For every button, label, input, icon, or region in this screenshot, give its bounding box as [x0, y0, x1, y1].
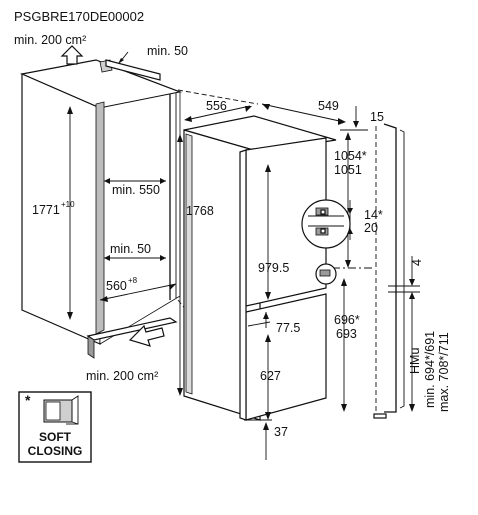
hinge-detail: 14* 20 [301, 199, 383, 249]
furniture-label: HMu [408, 348, 422, 374]
lower-hinge-dimension: 696* 693 [334, 278, 360, 412]
appliance-depth-label: 549 [318, 99, 339, 113]
bottom-offset-dimension: 37 [244, 419, 288, 460]
door-gap-label: 77.5 [276, 321, 300, 335]
product-code: PSGBRE170DE00002 [14, 9, 144, 24]
top-gap-label: min. 50 [147, 44, 188, 58]
bottom-offset-label: 37 [274, 425, 288, 439]
top-offset-label: 15 [370, 110, 384, 124]
lower-hinge-label-a: 696* [334, 313, 360, 327]
appliance-width-label: 556 [206, 99, 227, 113]
bottom-vent-arrow: min. 200 cm² [86, 324, 165, 383]
top-offset-dimension: 15 [340, 106, 384, 131]
niche-width-label: 560 [106, 279, 127, 293]
upper-door-dimension: 979.5 [258, 164, 289, 300]
upper-hinge-label-a: 1054* [334, 149, 367, 163]
furniture-min-label: min. 694*/691 [423, 331, 437, 408]
hinge-gap-label-a: 14* [364, 208, 383, 222]
furniture-height-dimension: HMu min. 694*/691 max. 708*/711 [408, 300, 451, 412]
upper-door-label: 979.5 [258, 261, 289, 275]
soft-closing-badge: * SOFT CLOSING [18, 391, 92, 463]
rear-gap-dimension: min. 50 [104, 242, 166, 261]
top-vent-arrow: min. 200 cm² min. 50 [14, 33, 188, 65]
side-gap-dimension: 4 [409, 256, 424, 300]
badge-star: * [25, 392, 31, 408]
bottom-vent-label: min. 200 cm² [86, 369, 158, 383]
lower-door-dimension: 627 [260, 334, 281, 420]
lower-hinge-detail [315, 263, 337, 285]
rear-gap-label: min. 50 [110, 242, 151, 256]
niche-height-tolerance: +10 [61, 200, 75, 209]
upper-hinge-dimension: 1054* 1051 [332, 132, 372, 269]
lower-door-label: 627 [260, 369, 281, 383]
niche-depth-dimension: min. 550 [104, 178, 166, 197]
appliance-width-dimension: 556 [184, 99, 252, 122]
appliance-body [183, 115, 337, 421]
upper-hinge-label-b: 1051 [334, 163, 362, 177]
niche-width-dimension: 560 +8 [99, 276, 177, 302]
side-gap-label: 4 [410, 259, 424, 266]
furniture-door-profile [373, 123, 420, 419]
appliance-height-label: 1768 [186, 204, 214, 218]
soft-closing-icon [43, 395, 79, 425]
niche-depth-label: min. 550 [112, 183, 160, 197]
niche-cabinet [19, 59, 183, 359]
door-gap-dimension: 77.5 [247, 312, 300, 335]
niche-height-dimension: 1771 +10 [32, 106, 75, 320]
top-vent-label: min. 200 cm² [14, 33, 86, 47]
lower-hinge-label-b: 693 [336, 327, 357, 341]
niche-height-label: 1771 [32, 203, 60, 217]
appliance-height-dimension: 1768 [177, 134, 214, 396]
furniture-max-label: max. 708*/711 [437, 332, 451, 412]
badge-line2: CLOSING [28, 444, 83, 458]
appliance-depth-dimension: 549 [261, 99, 346, 125]
badge-line1: SOFT [39, 430, 72, 444]
hinge-gap-label-b: 20 [364, 221, 378, 235]
niche-width-tolerance: +8 [128, 276, 138, 285]
